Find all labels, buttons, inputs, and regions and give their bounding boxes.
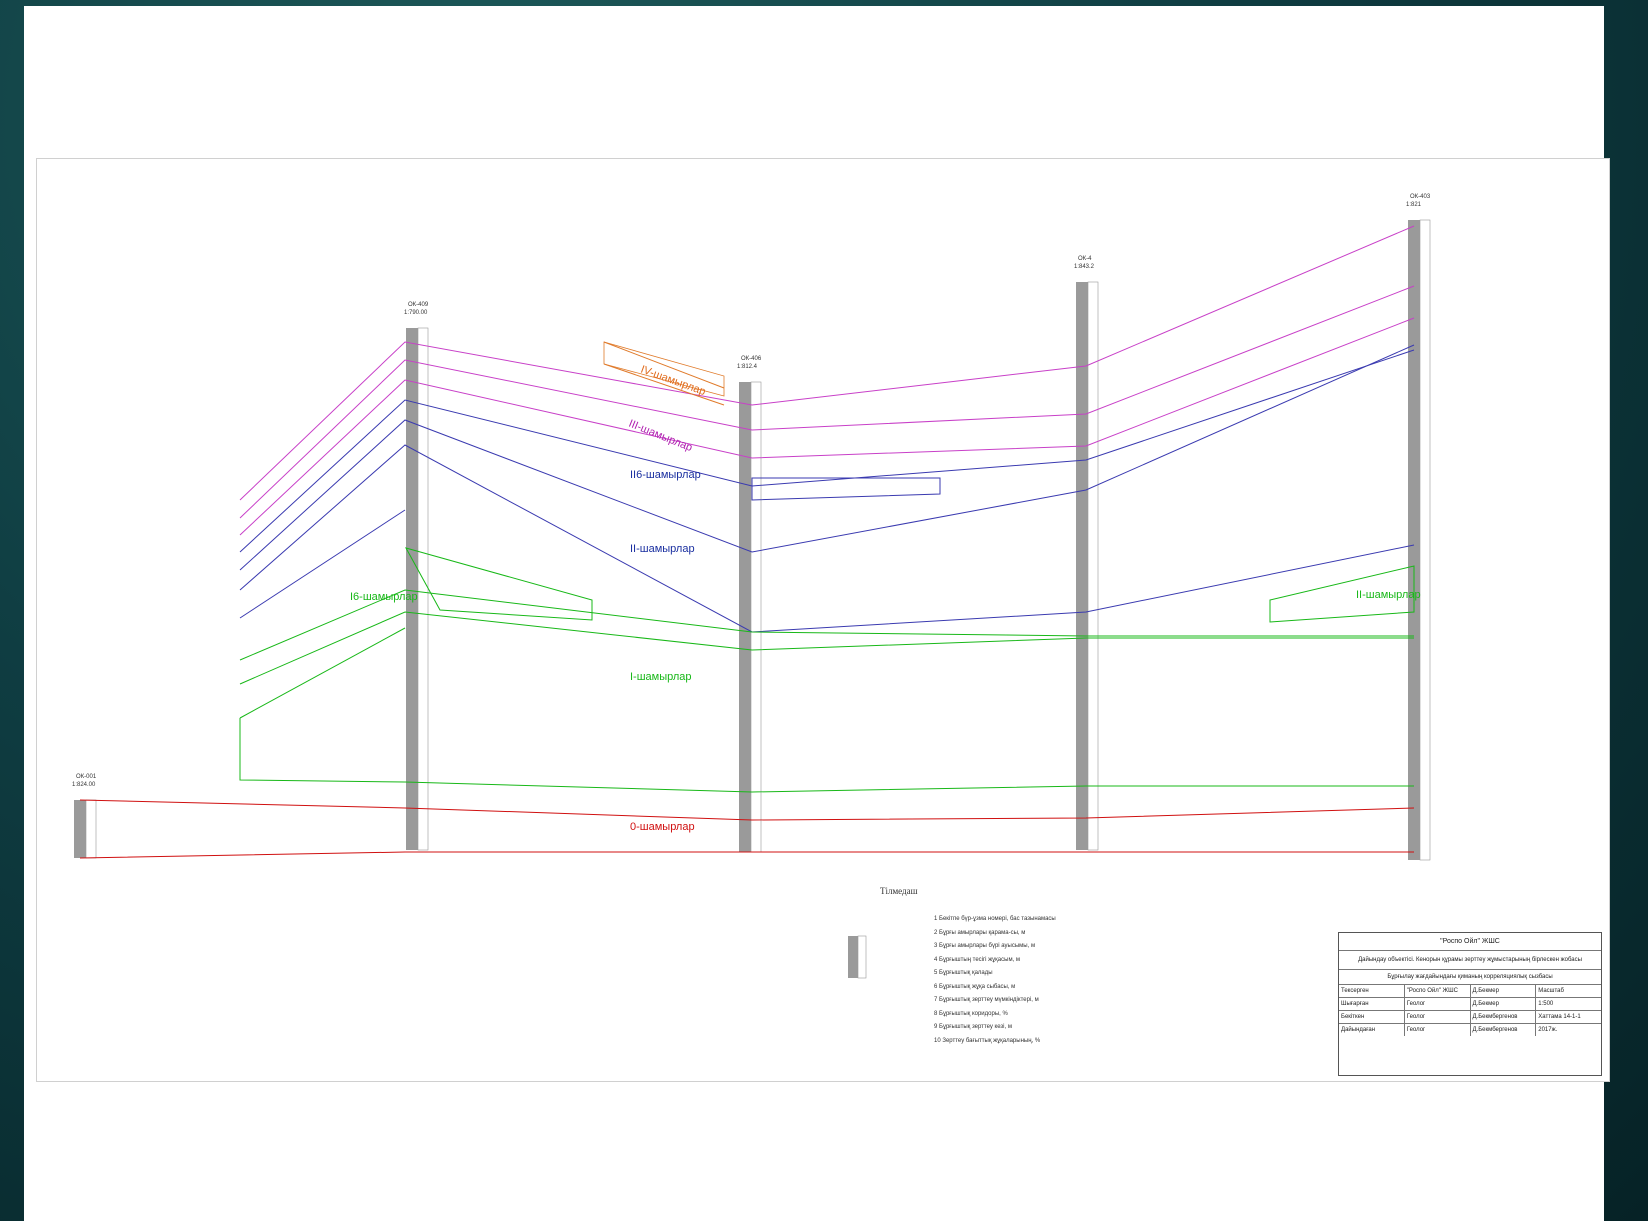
title-block-cell: Масштаб bbox=[1538, 988, 1564, 994]
title-block: "Роспо Ойл" ЖШС Дайындау объектісі. Кено… bbox=[1338, 932, 1602, 1076]
legend-item: 7 Бұрғыштық зерттеу мүмкіндіктері, м bbox=[934, 997, 1039, 1003]
pinch-out-shape bbox=[603, 341, 725, 397]
legend-item: 9 Бұрғыштық зерттеу кезі, м bbox=[934, 1024, 1012, 1030]
legend-item: 10 Зерттеу бағыттық жұқаларының, % bbox=[934, 1037, 1041, 1044]
well-column bbox=[1408, 220, 1420, 860]
title-block-cell: 2017ж. bbox=[1538, 1027, 1558, 1033]
legend-item: 1 Бекітпе бүр-ұзма номері, бас тазынамас… bbox=[934, 916, 1056, 922]
title-drawing: Бұрғылау жағдайындағы қиманың корреляция… bbox=[1387, 974, 1553, 980]
well-column bbox=[1076, 282, 1088, 850]
title-block-cell: Геолог bbox=[1405, 998, 1471, 1010]
title-block-cell: Шығарған bbox=[1339, 998, 1405, 1010]
correlation-line bbox=[239, 285, 1415, 519]
title-block-cell: "Роспо Ойл" ЖШС bbox=[1405, 985, 1471, 997]
well-elevation: 1:843.2 bbox=[1074, 264, 1095, 270]
horizon-label: 0-шамырлар bbox=[630, 821, 695, 833]
horizon-label: II-шамырлар bbox=[1356, 589, 1421, 601]
correlation-line bbox=[239, 225, 1415, 501]
well-id: ОК-001 bbox=[76, 774, 97, 780]
correlation-line bbox=[239, 589, 1414, 661]
correlation-lines bbox=[79, 225, 1415, 859]
correlation-line bbox=[239, 718, 1414, 793]
title-block-cell: Геолог bbox=[1405, 1011, 1471, 1023]
correlation-line bbox=[603, 341, 725, 389]
pinch-out-shape bbox=[1269, 565, 1415, 623]
correlation-line bbox=[603, 363, 725, 406]
title-block-cell: Д.Бекмер bbox=[1471, 998, 1537, 1010]
title-block-cell: Бекіткен bbox=[1339, 1011, 1405, 1023]
title-block-cell: Тексерген bbox=[1339, 985, 1405, 997]
well-lithology-strip bbox=[85, 799, 97, 859]
well-column bbox=[739, 382, 751, 852]
legend-item: 6 Бұрғыштық жұқа сыбасы, м bbox=[934, 983, 1016, 990]
legend-item: 8 Бұрғыштық коридоры, % bbox=[934, 1010, 1008, 1017]
well-id: ОК-4 bbox=[1078, 256, 1092, 262]
correlation-line bbox=[239, 627, 406, 719]
correlation-line bbox=[79, 799, 1415, 821]
title-block-cell: Дайындаған bbox=[1339, 1024, 1405, 1036]
horizon-label: II-шамырлар bbox=[630, 543, 695, 555]
well-id: ОК-409 bbox=[408, 302, 429, 308]
title-block-cell: Д.Бекмер bbox=[1471, 985, 1537, 997]
horizon-label: III-шамырлар bbox=[627, 418, 694, 454]
horizon-label: I6-шамырлар bbox=[350, 591, 418, 603]
well-id: ОК-406 bbox=[741, 356, 762, 362]
title-block-cell: 1:500 bbox=[1538, 1001, 1554, 1007]
well-lithology-strip bbox=[750, 381, 762, 853]
legend-well-glyph bbox=[848, 936, 858, 978]
well-elevation: 1:821 bbox=[1406, 202, 1422, 208]
pinch-out-shape bbox=[404, 547, 593, 621]
legend-well-strip bbox=[857, 935, 867, 979]
well-column bbox=[406, 328, 418, 850]
well-lithology-strip bbox=[1419, 219, 1431, 861]
well-lithology-strip bbox=[1087, 281, 1099, 851]
well-elevation: 1:812.4 bbox=[737, 364, 758, 370]
legend-item: 3 Бұрғы амырлары бүрі ауысымы, м bbox=[934, 943, 1036, 949]
title-company: "Роспо Ойл" ЖШС bbox=[1440, 938, 1500, 945]
pinch-out-shape bbox=[751, 477, 941, 501]
well-elevation: 1:824.00 bbox=[72, 782, 96, 788]
correlation-line bbox=[239, 611, 1414, 685]
horizon-label: I-шамырлар bbox=[630, 671, 692, 683]
well-elevation: 1:790.00 bbox=[404, 310, 428, 316]
correlation-line bbox=[239, 344, 1415, 571]
well-lithology-strip bbox=[417, 327, 429, 851]
title-block-cell: Д.Бекмбергенов bbox=[1471, 1024, 1537, 1036]
legend-item: 2 Бұрғы амырлары қарама-сы, м bbox=[934, 929, 1026, 936]
title-block-cell: Хаттама 14-1-1 bbox=[1538, 1014, 1581, 1020]
title-block-cell: Геолог bbox=[1405, 1024, 1471, 1036]
well-id: ОК-403 bbox=[1410, 194, 1431, 200]
legend-title: Тілмедаш bbox=[880, 886, 918, 896]
correlation-line bbox=[79, 851, 1414, 859]
title-project: Дайындау объектісі. Кенорын құрамы зертт… bbox=[1358, 957, 1582, 963]
correlation-line bbox=[239, 317, 1415, 536]
correlation-line bbox=[239, 509, 406, 619]
legend-item: 4 Бұрғыштың тесігі жұқасым, м bbox=[934, 956, 1021, 963]
well-column bbox=[74, 800, 86, 858]
title-block-cell: Д.Бекмбергенов bbox=[1471, 1011, 1537, 1023]
horizon-label: II6-шамырлар bbox=[630, 469, 701, 481]
horizon-labels: IV-шамырларIII-шамырларII6-шамырларII-ша… bbox=[350, 364, 1421, 833]
legend-item: 5 Бұрғыштық қалады bbox=[934, 970, 993, 976]
